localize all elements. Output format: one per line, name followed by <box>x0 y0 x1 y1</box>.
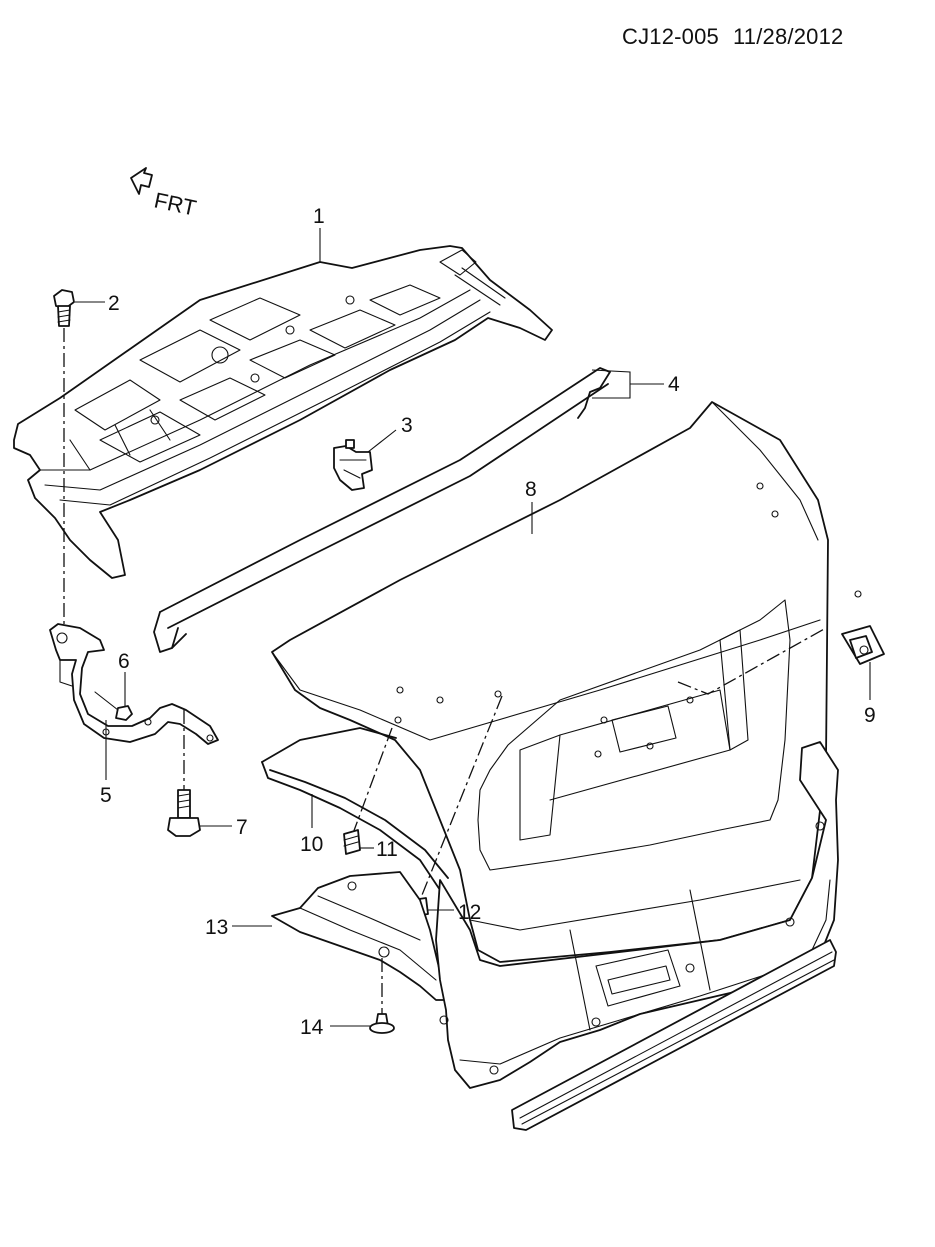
part-1-rear-package-tray <box>13 245 553 579</box>
front-label: FRT <box>152 187 199 220</box>
part-11-stopper <box>343 829 361 855</box>
doc-date: 11/28/2012 <box>733 24 844 49</box>
part-7-bolt <box>167 710 201 837</box>
callout-4: 4 <box>668 373 680 396</box>
callout-5: 5 <box>100 784 112 807</box>
callout-11: 11 <box>376 838 398 861</box>
front-direction-indicator: FRT <box>130 167 199 221</box>
doc-code: CJ12-005 <box>622 24 719 49</box>
callout-12: 12 <box>458 901 481 924</box>
callout-6: 6 <box>118 650 130 673</box>
callout-3: 3 <box>401 414 413 437</box>
callout-13: 13 <box>205 916 228 939</box>
leader-4 <box>591 369 664 399</box>
callout-1: 1 <box>313 205 325 228</box>
part-14-push-clip <box>369 958 395 1034</box>
part-9-install-line <box>677 627 827 695</box>
part-9-retainer <box>841 625 885 665</box>
callout-2: 2 <box>108 292 120 315</box>
callout-14: 14 <box>300 1016 324 1039</box>
document-id: CJ12-005 11/28/2012 <box>622 24 857 50</box>
callout-7: 7 <box>236 816 248 839</box>
part-2-bolt <box>53 289 75 327</box>
trunk-lid-trim-panel <box>435 741 839 1089</box>
part-3-clip <box>333 439 373 491</box>
part-4-weatherstrip <box>153 367 611 653</box>
callout-8: 8 <box>525 478 537 501</box>
part-13-side-trim <box>271 871 449 1001</box>
leader-3 <box>367 429 397 453</box>
callout-10: 10 <box>300 833 323 856</box>
part-6-bushing <box>94 691 133 721</box>
part-10-seal <box>261 727 449 891</box>
front-arrow-icon <box>130 167 153 195</box>
part-5-hinge <box>49 623 219 745</box>
part-12-install-line <box>419 695 503 901</box>
rubber-rail-strip <box>511 939 837 1131</box>
callout-9: 9 <box>864 704 876 727</box>
